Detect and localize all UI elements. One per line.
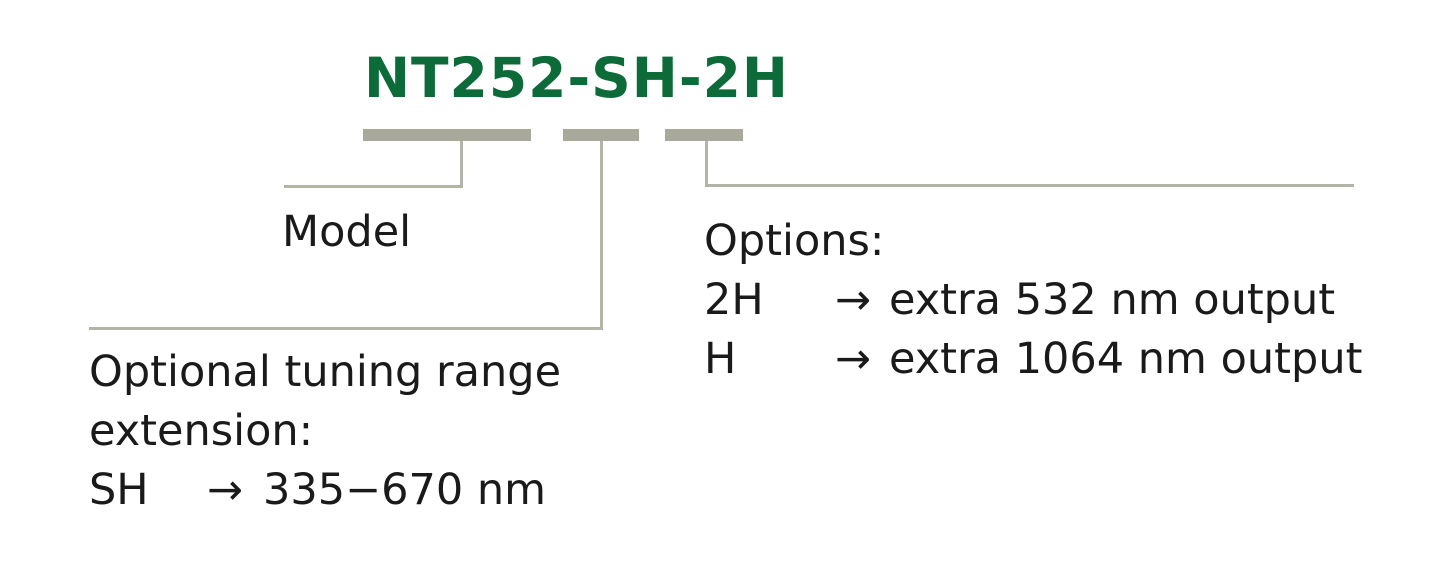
options-segment-bar xyxy=(665,129,743,141)
tuning-segment-bar xyxy=(563,129,639,141)
model-connector-vertical xyxy=(460,141,463,188)
options-connector-vertical xyxy=(705,141,708,187)
tuning-connector-vertical xyxy=(600,141,603,330)
option-code: 2H xyxy=(704,275,764,325)
tuning-connector-horizontal xyxy=(89,327,603,330)
option-value: extra 1064 nm output xyxy=(889,334,1363,384)
model-segment-bar xyxy=(363,129,531,141)
option-code: H xyxy=(704,334,737,384)
option-code: SH xyxy=(89,465,149,515)
arrow-icon: → xyxy=(835,334,872,384)
options-connector-horizontal xyxy=(705,184,1354,187)
tuning-label-line1: Optional tuning range xyxy=(89,347,562,397)
options-label: Options: xyxy=(704,216,885,266)
tuning-label-line2: extension: xyxy=(89,406,314,456)
model-connector-horizontal xyxy=(284,185,463,188)
arrow-icon: → xyxy=(207,465,244,515)
option-value: extra 532 nm output xyxy=(889,275,1336,325)
option-value: 335−670 nm xyxy=(263,465,546,515)
model-code-title: NT252-SH-2H xyxy=(364,46,789,110)
tuning-item: SH → 335−670 nm xyxy=(89,460,546,520)
options-item: 2H → extra 532 nm output xyxy=(704,270,1335,330)
model-label: Model xyxy=(282,207,412,257)
arrow-icon: → xyxy=(835,275,872,325)
options-item: H → extra 1064 nm output xyxy=(704,329,1362,389)
